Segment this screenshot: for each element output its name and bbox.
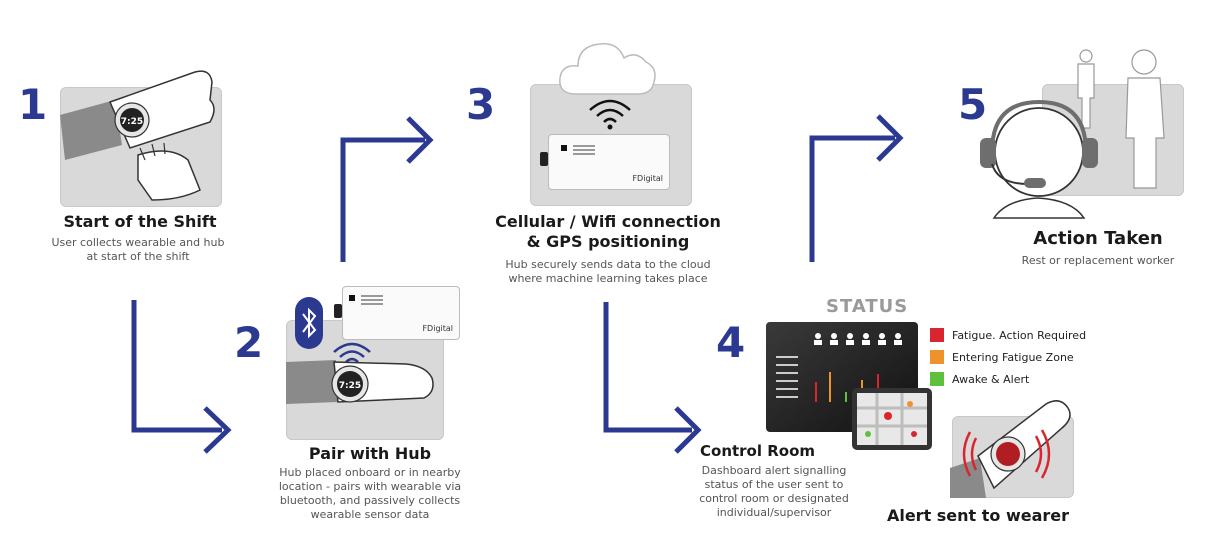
arrowhead-2-to-3: [406, 116, 434, 164]
arrow-4-to-5: [809, 135, 895, 262]
step-5-title: Action Taken: [1033, 228, 1163, 249]
cloud-icon: [559, 43, 656, 95]
step-1-title: Start of the Shift: [63, 212, 217, 231]
legend-awake-alert: Awake & Alert: [930, 372, 1029, 386]
step-4-title: Control Room: [700, 442, 816, 460]
legend-fatigue-action: Fatigue. Action Required: [930, 328, 1086, 342]
hub-led: [349, 295, 355, 301]
arrowhead-3-to-4: [674, 406, 702, 454]
wrist-watch-illustration-2: 7:25: [286, 360, 434, 404]
step-4-number: 4: [716, 318, 746, 367]
step-4-description: Dashboard alert signalling status of the…: [699, 464, 849, 519]
legend-label: Fatigue. Action Required: [952, 328, 1087, 342]
wifi-icon: [589, 99, 631, 130]
legend-label: Awake & Alert: [952, 372, 1030, 386]
hub-side-button: [334, 304, 342, 318]
hub-brand: FDigital: [632, 174, 663, 183]
step-3-description: Hub securely sends data to the cloud whe…: [505, 258, 711, 285]
map-tablet: [852, 388, 932, 450]
wrist-watch-illustration: 7:25: [60, 70, 215, 201]
step-5-description: Rest or replacement worker: [1021, 254, 1175, 267]
legend-swatch-green: [930, 372, 944, 386]
legend-swatch-orange: [930, 350, 944, 364]
arrow-3-to-4: [603, 302, 692, 433]
step-3-number: 3: [466, 80, 496, 129]
watch-time-2: 7:25: [339, 381, 361, 391]
legend-entering-fatigue: Entering Fatigue Zone: [930, 350, 1074, 364]
alert-watch-illustration: [950, 400, 1071, 498]
step-2-number: 2: [234, 318, 264, 367]
status-heading: STATUS: [826, 296, 909, 317]
hub-device-2: FDigital: [342, 286, 460, 340]
hub-label-lines: [573, 145, 595, 147]
step-2-description: Hub placed onboard or in nearby location…: [278, 466, 462, 521]
wifi-signal-icon: [333, 342, 371, 363]
hub-label-lines: [361, 295, 383, 297]
hub-led: [561, 145, 567, 151]
step-1-description: User collects wearable and hub at start …: [51, 236, 225, 263]
arrowhead-4-to-5: [876, 114, 904, 162]
watch-time-1: 7:25: [121, 117, 143, 127]
step-2-title: Pair with Hub: [308, 444, 432, 463]
hub-brand: FDigital: [422, 324, 453, 333]
legend-label: Entering Fatigue Zone: [952, 350, 1074, 364]
step-5-number: 5: [958, 80, 988, 129]
hub-side-button: [540, 152, 548, 166]
arrow-2-to-3: [340, 137, 425, 262]
hub-device-3: FDigital: [548, 134, 670, 190]
arrow-1-to-2: [131, 300, 222, 433]
alert-title: Alert sent to wearer: [886, 506, 1070, 525]
step-3-title-line1: Cellular / Wifi connection: [495, 212, 721, 231]
arrowhead-1-to-2: [203, 406, 232, 454]
step-3-title-line2: & GPS positioning: [526, 232, 690, 251]
legend-swatch-red: [930, 328, 944, 342]
bluetooth-icon: [295, 297, 323, 349]
operator-headset-illustration: [980, 99, 1098, 219]
worker-figures: [1077, 49, 1165, 189]
step-1-number: 1: [18, 80, 48, 129]
